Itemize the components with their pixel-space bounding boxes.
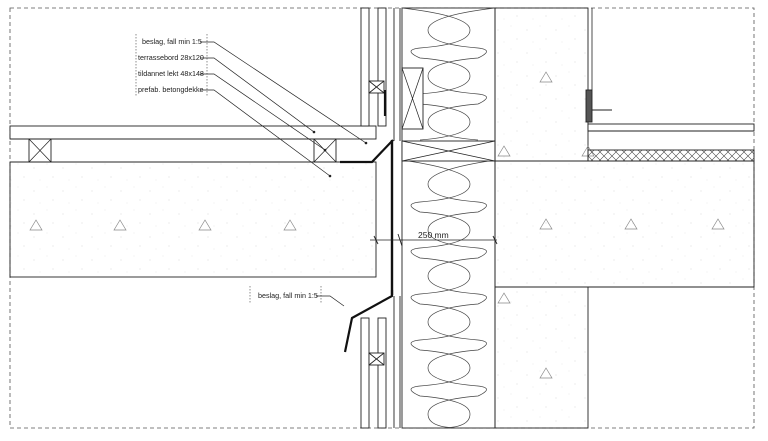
concrete-triangle-icon <box>539 218 553 230</box>
concrete-triangle-icon <box>624 218 638 230</box>
label-terrassebord: terrassebord 28x120 <box>138 53 204 62</box>
concrete-triangle-icon <box>497 292 511 304</box>
insulation-layer <box>401 7 496 429</box>
concrete-triangle-icon <box>539 71 553 83</box>
cladding-upper <box>360 7 401 141</box>
concrete-triangle-icon <box>497 145 511 157</box>
concrete-triangle-icon <box>283 219 297 231</box>
concrete-triangle-icon <box>113 219 127 231</box>
label-beslag-top: beslag, fall min 1:5 <box>142 37 202 46</box>
concrete-triangle-icon <box>29 219 43 231</box>
dimension-250: 250 mm <box>370 230 498 247</box>
concrete-triangle-icon <box>198 219 212 231</box>
concrete-triangle-icon <box>711 218 725 230</box>
flashing-top <box>340 139 394 164</box>
dimension-text: 250 mm <box>418 230 449 240</box>
joist-section-left <box>28 138 52 163</box>
annotation-labels: beslag, fall min 1:5 terrassebord 28x120… <box>135 34 368 307</box>
concrete-triangle-icon <box>539 367 553 379</box>
label-tildannet-lekt: tildannet lekt 48x148 <box>138 69 204 78</box>
label-prefab-betongdekke: prefab. betongdekke <box>138 85 204 94</box>
floor-buildup-right <box>585 8 755 162</box>
concrete-structure-right <box>494 7 755 429</box>
prefab-concrete-slab <box>9 161 377 278</box>
decking-board <box>9 125 377 140</box>
cladding-lower <box>360 296 401 429</box>
terrace-deck-left <box>9 125 377 278</box>
label-beslag-bottom: beslag, fall min 1:5 <box>258 291 318 300</box>
